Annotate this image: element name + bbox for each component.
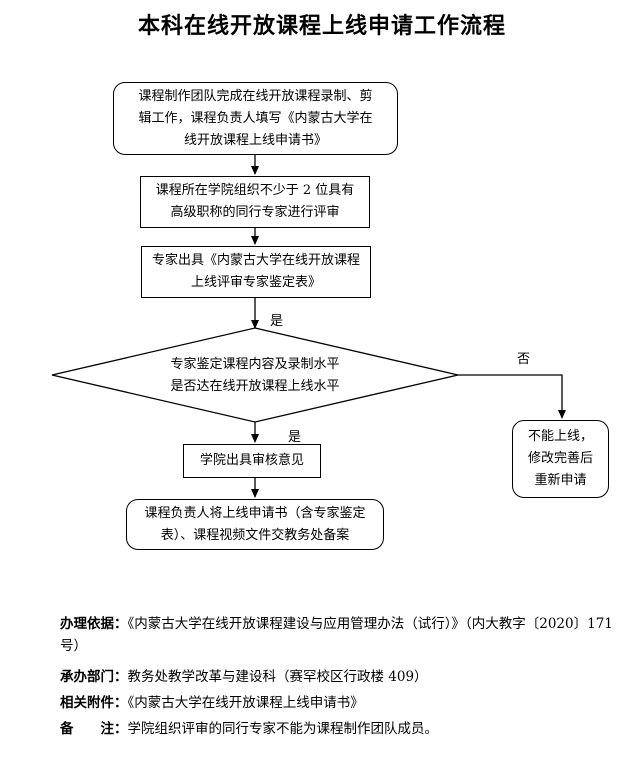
decision-text: 专家鉴定课程内容及录制水平 是否达在线开放课程上线水平 [130,354,380,398]
reject-line-1: 不能上线， [527,429,593,444]
step5-box: 课程负责人将上线申请书（含专家鉴定表）、课程视频文件交教务处备案 [126,499,384,550]
basis-value: 《内蒙古大学在线开放课程建设与应用管理办法（试行）》（内大教字〔2020〕171… [60,616,613,654]
step2-box: 课程所在学院组织不少于 2 位具有高级职称的同行专家进行评审 [140,176,370,228]
no-label: 否 [517,352,531,367]
step3-box: 专家出具《内蒙古大学在线开放课程上线评审专家鉴定表》 [141,246,371,298]
reject-box: 不能上线， 修改完善后 重新申请 [512,420,609,498]
info-note: 备 注：学院组织评审的同行专家不能为课程制作团队成员。 [60,718,630,740]
step1-box: 课程制作团队完成在线开放课程录制、剪辑工作，课程负责人填写《内蒙古大学在线开放课… [113,82,398,155]
attach-label: 相关附件： [60,695,128,711]
reject-line-3: 重新申请 [534,473,587,488]
info-dept: 承办部门：教务处教学改革与建设科（赛罕校区行政楼 409） [60,666,630,688]
dept-value: 教务处教学改革与建设科（赛罕校区行政楼 409） [127,669,428,685]
basis-label: 办理依据： [60,616,128,632]
note-value: 学院组织评审的同行专家不能为课程制作团队成员。 [127,721,439,737]
arrow-decision-reject [458,374,566,419]
yes-label-bottom: 是 [288,430,302,445]
page-title: 本科在线开放课程上线申请工作流程 [137,14,506,39]
step4-box: 学院出具审核意见 [183,444,321,478]
reject-line-2: 修改完善后 [527,451,593,466]
attach-value: 《内蒙古大学在线开放课程上线申请书》 [127,695,364,711]
step4-text: 学院出具审核意见 [199,453,304,468]
decision-line-2: 是否达在线开放课程上线水平 [170,379,340,394]
decision-line-1: 专家鉴定课程内容及录制水平 [170,357,340,372]
step3-text: 专家出具《内蒙古大学在线开放课程上线评审专家鉴定表》 [151,253,360,290]
step2-text: 课程所在学院组织不少于 2 位具有高级职称的同行专家进行评审 [155,183,355,220]
yes-label-top: 是 [270,314,284,329]
step1-text: 课程制作团队完成在线开放课程录制、剪辑工作，课程负责人填写《内蒙古大学在线开放课… [138,88,373,148]
info-attach: 相关附件：《内蒙古大学在线开放课程上线申请书》 [60,692,630,714]
info-basis: 办理依据：《内蒙古大学在线开放课程建设与应用管理办法（试行）》（内大教字〔202… [60,613,630,657]
note-label: 备 注： [60,721,128,737]
step5-text: 课程负责人将上线申请书（含专家鉴定表）、课程视频文件交教务处备案 [144,505,366,543]
dept-label: 承办部门： [60,669,128,685]
